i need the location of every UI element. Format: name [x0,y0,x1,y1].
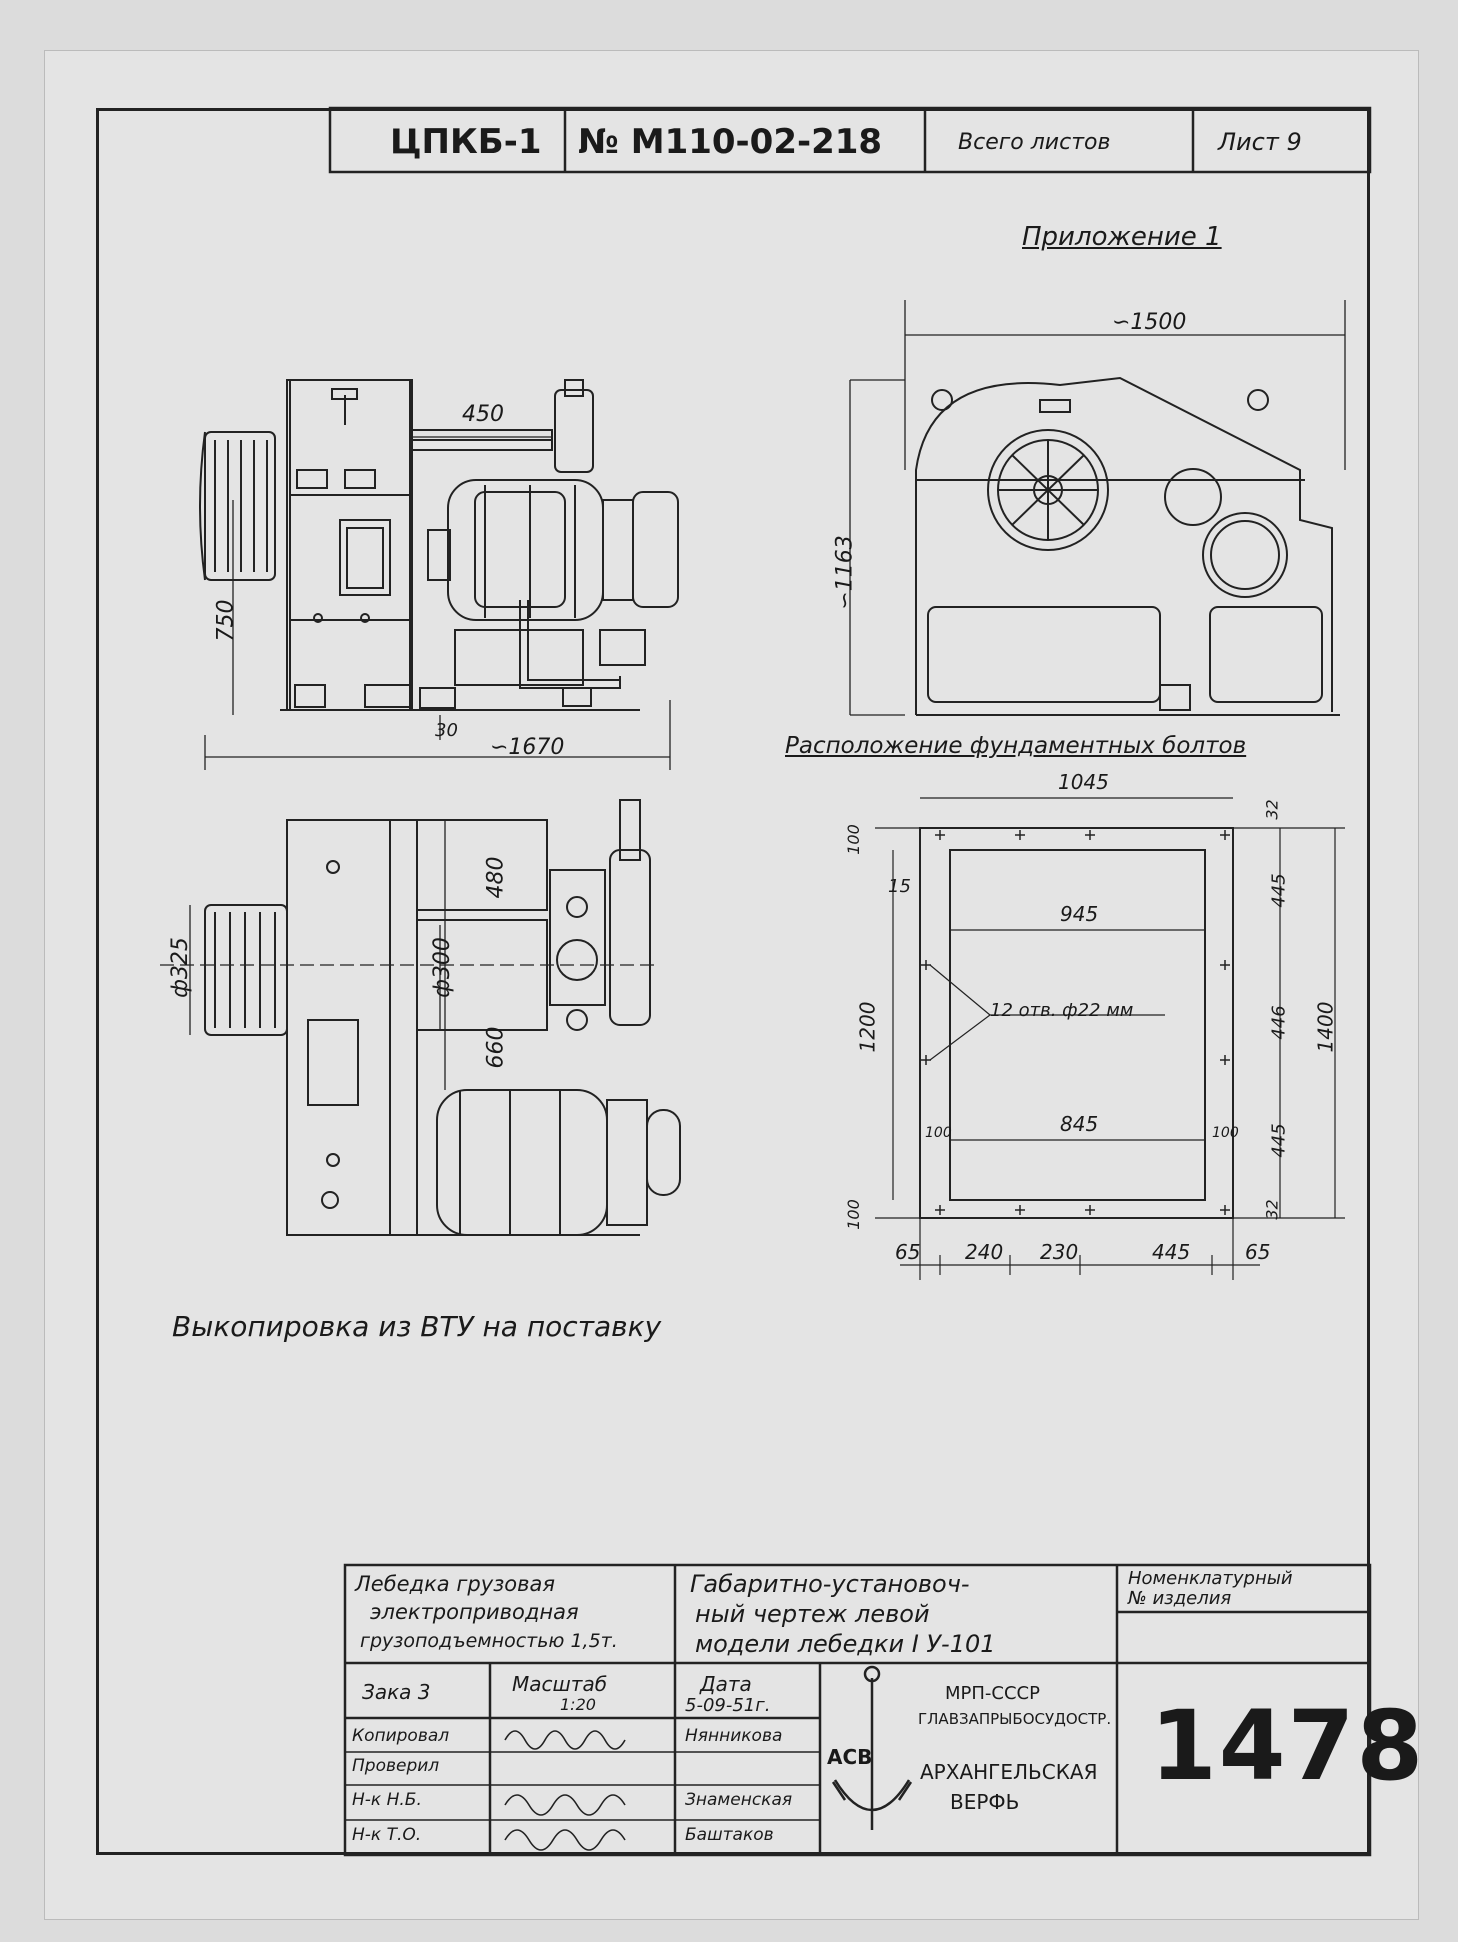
nomenclature-line-1: Номенклатурный [1128,1568,1293,1589]
drawing-title-line-3: модели лебедки I У-101 [695,1630,996,1658]
shipyard-line-2: ВЕРФЬ [950,1790,1020,1814]
product-line-3: грузоподъемностью 1,5т. [360,1630,618,1652]
document-number: № М110-02-218 [578,122,883,162]
dim-1045: 1045 [1058,770,1109,794]
ministry-line-2: ГЛАВЗАПРЫБОСУДОСТР. [918,1710,1112,1728]
dim-30: 30 [435,720,458,741]
dim-845: 845 [1060,1112,1099,1136]
nomenclature-line-2: № изделия [1128,1588,1232,1609]
name-copied: Нянникова [685,1726,783,1746]
drawing-number: 1478 [1150,1690,1426,1802]
drawing-sheet [44,50,1419,1920]
role-head-to: Н-к Т.О. [352,1825,422,1845]
drawing-title-line-1: Габаритно-установоч- [690,1570,970,1598]
dim-65-right: 65 [1245,1240,1271,1264]
logo-letters: АСВ [827,1745,873,1769]
dim-230: 230 [1040,1240,1079,1264]
role-copied: Копировал [352,1726,450,1746]
role-checked: Проверил [352,1756,440,1776]
drawing-frame [96,108,1370,1855]
dim-100-right-inner: 100 [1212,1125,1239,1141]
name-head-nb: Знаменская [685,1790,793,1810]
dim-65-left: 65 [895,1240,921,1264]
holes-note: 12 отв. ф22 мм [990,1000,1134,1021]
name-head-to: Баштаков [685,1825,774,1845]
appendix-label: Приложение 1 [1022,222,1222,252]
dim-1670: ∽1670 [490,735,565,760]
drawing-title-line-2: ный чертеж левой [695,1600,930,1628]
product-line-1: Лебедка грузовая [355,1572,556,1596]
dim-100-left-inner: 100 [925,1125,952,1141]
dim-15: 15 [888,876,911,897]
caption: Выкопировка из ВТУ на поставку [172,1310,662,1343]
dim-1500: ∽1500 [1112,310,1187,335]
product-line-2: электроприводная [370,1600,579,1624]
scale-label: Масштаб [512,1672,608,1696]
ministry-line-1: МРП-СССР [945,1683,1040,1704]
role-head-nb: Н-к Н.Б. [352,1790,422,1810]
org-code: ЦПКБ-1 [390,122,542,162]
scale-value: 1:20 [560,1695,596,1714]
shipyard-line-1: АРХАНГЕЛЬСКАЯ [920,1760,1098,1784]
total-sheets-label: Всего листов [958,130,1111,155]
dim-450: 450 [462,402,504,427]
date-value: 5-09-51г. [685,1695,771,1716]
order-label: Зака 3 [362,1680,431,1704]
dim-945: 945 [1060,902,1099,926]
sheet-number: Лист 9 [1218,128,1302,156]
date-label: Дата [700,1672,752,1696]
dim-445-bottom-row: 445 [1152,1240,1191,1264]
bolts-title: Расположение фундаментных болтов [785,733,1247,759]
anchor-logo-icon [831,1665,913,1830]
dim-240: 240 [965,1240,1004,1264]
